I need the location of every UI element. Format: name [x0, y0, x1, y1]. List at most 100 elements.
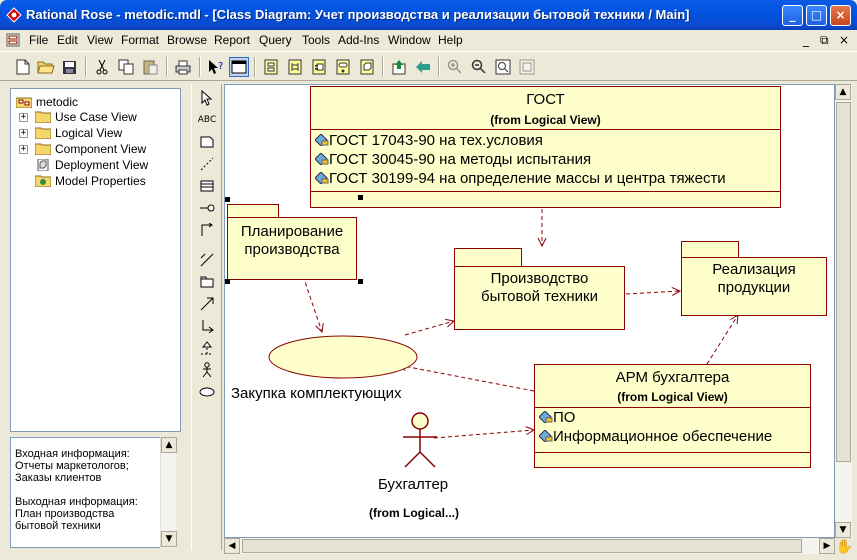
selection-handle[interactable]: [225, 197, 230, 202]
browse-interaction-diagram-icon[interactable]: [285, 57, 305, 77]
class-arm-attribute: ПО: [539, 409, 575, 426]
expand-logical-view[interactable]: +: [19, 128, 28, 138]
use-case-ellipse: [268, 335, 418, 379]
toolbar-separator: [85, 57, 87, 77]
mdi-minimize-button[interactable]: _: [803, 33, 809, 47]
close-button[interactable]: ×: [830, 5, 851, 26]
menu-window[interactable]: Window: [388, 33, 431, 47]
browse-deployment-diagram-icon[interactable]: [357, 57, 377, 77]
browse-parent-icon[interactable]: [389, 57, 409, 77]
generalization-tool-icon[interactable]: [197, 316, 217, 336]
dependency-planning-to-purchase: [302, 275, 322, 332]
package-tool-icon[interactable]: [197, 272, 217, 292]
context-help-icon[interactable]: ?: [206, 57, 226, 77]
menu-edit[interactable]: Edit: [57, 33, 78, 47]
package-planning[interactable]: Планирование производства: [227, 217, 357, 280]
menu-help[interactable]: Help: [438, 33, 463, 47]
toolbar-separator: [254, 57, 256, 77]
canvas-horizontal-scrollbar[interactable]: ◀ ▶: [224, 538, 835, 554]
package-realization[interactable]: Реализация продукции: [681, 257, 827, 316]
selection-handle[interactable]: [358, 279, 363, 284]
browse-previous-diagram-icon[interactable]: [413, 57, 433, 77]
scroll-left-arrow-icon[interactable]: ◀: [224, 538, 240, 554]
paste-icon[interactable]: [140, 57, 160, 77]
scroll-down-arrow-icon[interactable]: ▼: [161, 531, 177, 547]
unidirectional-association-tool-icon[interactable]: [197, 250, 217, 270]
class-gost-name: ГОСТ: [526, 91, 565, 108]
doc-line: План производства: [15, 508, 115, 520]
fit-in-window-icon[interactable]: [493, 57, 513, 77]
scroll-up-arrow-icon[interactable]: ▲: [161, 437, 177, 453]
menu-browse[interactable]: Browse: [167, 33, 208, 47]
doc-line: [15, 484, 175, 496]
scroll-down-arrow-icon[interactable]: ▼: [835, 522, 851, 538]
class-arm-from: (from Logical View): [617, 390, 728, 404]
menu-query[interactable]: Query: [259, 33, 292, 47]
minimize-button[interactable]: _: [782, 5, 803, 26]
documentation-scrollbar[interactable]: ▲ ▼: [160, 437, 177, 548]
menu-add-ins[interactable]: Add-Ins: [338, 33, 380, 47]
selection-handle[interactable]: [225, 279, 230, 284]
mdi-restore-button[interactable]: ⧉: [820, 33, 829, 47]
save-icon[interactable]: [59, 57, 79, 77]
class-diagram-canvas[interactable]: ГОСТ (from Logical View) ГОСТ 17043-90 н…: [224, 84, 835, 538]
menu-view[interactable]: View: [87, 33, 113, 47]
realize-tool-icon[interactable]: [197, 338, 217, 358]
class-tool-icon[interactable]: [197, 176, 217, 196]
browse-component-diagram-icon[interactable]: [309, 57, 329, 77]
browse-class-diagram-icon[interactable]: [261, 57, 281, 77]
new-file-icon[interactable]: [13, 57, 33, 77]
class-divider: [535, 452, 810, 453]
use-case-purchase-label[interactable]: Закупка комплектующих: [231, 385, 402, 402]
svg-text:?: ?: [218, 61, 223, 72]
note-tool-icon[interactable]: [197, 132, 217, 152]
cut-icon[interactable]: [92, 57, 112, 77]
menu-format[interactable]: Format: [121, 33, 160, 47]
class-gost-from: (from Logical View): [490, 113, 601, 127]
scroll-right-arrow-icon[interactable]: ▶: [819, 538, 835, 554]
menu-report[interactable]: Report: [214, 33, 251, 47]
use-case-tool-icon[interactable]: [197, 382, 217, 402]
text-box-tool[interactable]: ABC: [197, 115, 217, 125]
association-tool-icon[interactable]: [197, 220, 217, 240]
class-gost[interactable]: ГОСТ (from Logical View) ГОСТ 17043-90 н…: [310, 86, 781, 208]
open-folder-icon[interactable]: [36, 57, 56, 77]
undo-fit-in-window-icon[interactable]: [517, 57, 537, 77]
anchor-note-tool-icon[interactable]: [197, 154, 217, 174]
expand-component-view[interactable]: +: [19, 144, 28, 154]
relationship-lines: [268, 209, 835, 468]
class-arm[interactable]: АРМ бухгалтера (from Logical View) ПО Ин…: [534, 364, 811, 468]
selection-handle[interactable]: [358, 195, 363, 200]
interface-tool-icon[interactable]: [197, 198, 217, 218]
class-arm-attribute: Информационное обеспечение: [539, 428, 772, 445]
attribute-icon: [539, 430, 553, 442]
zoom-in-icon[interactable]: [445, 57, 465, 77]
copy-icon[interactable]: [116, 57, 136, 77]
menu-file[interactable]: File: [29, 33, 49, 47]
doc-line: Входная информация:: [15, 448, 130, 460]
menu-bar: File Edit View Format Browse Report Quer…: [0, 30, 857, 50]
expand-use-case-view[interactable]: +: [19, 112, 28, 122]
model-browser-tree[interactable]: metodic + Use Case View + Logical View +…: [10, 88, 181, 432]
maximize-button[interactable]: □: [806, 5, 827, 26]
dependency-tool-icon[interactable]: [197, 294, 217, 314]
package-production[interactable]: Производство бытовой техники: [454, 266, 625, 330]
rational-rose-icon: [6, 7, 22, 23]
scroll-up-arrow-icon[interactable]: ▲: [835, 84, 851, 100]
documentation-pane[interactable]: Входная информация: Отчеты маркетологов;…: [10, 437, 176, 548]
canvas-vertical-scrollbar[interactable]: ▲ ▼: [835, 84, 852, 538]
toolbar-separator: [199, 57, 201, 77]
selection-tool-icon[interactable]: [197, 88, 217, 108]
vertical-scroll-thumb[interactable]: [836, 102, 851, 462]
zoom-out-icon[interactable]: [469, 57, 489, 77]
actor-accountant-name[interactable]: Бухгалтер: [378, 476, 449, 493]
menu-tools[interactable]: Tools: [302, 33, 331, 47]
mdi-close-button[interactable]: ×: [839, 33, 850, 47]
browse-state-diagram-icon[interactable]: [333, 57, 353, 77]
hand-grip-icon[interactable]: ✋: [835, 538, 854, 555]
view-documentation-icon[interactable]: [229, 57, 249, 77]
horizontal-scroll-thumb[interactable]: [242, 539, 802, 553]
actor-tool-icon[interactable]: [197, 360, 217, 380]
class-diagram-doc-icon[interactable]: [5, 32, 21, 48]
print-icon[interactable]: [173, 57, 193, 77]
